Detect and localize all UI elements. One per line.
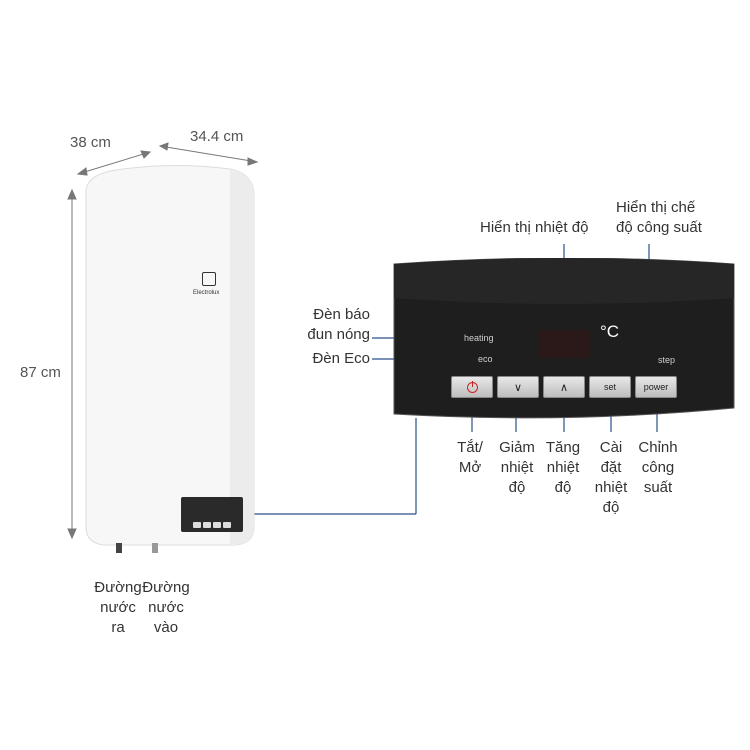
onoff-button[interactable] [451,376,493,398]
increase-temp-button[interactable]: ∧ [543,376,585,398]
set-label: Cài đặt nhiệt độ [594,439,628,516]
decrease-temp-button[interactable]: ∨ [497,376,539,398]
eco-indicator: eco [478,354,493,364]
chevron-down-icon: ∨ [513,381,523,394]
power-mode-label: Chỉnh công suất [638,439,678,496]
heating-light-label: Đèn báo đun nóng [307,306,370,343]
temperature-display [540,330,590,358]
width-dimension: 34.4 cm [190,128,244,145]
depth-dimension: 38 cm [70,134,111,151]
outlet-label: Đường nước ra [94,579,142,636]
set-button[interactable]: set [589,376,631,398]
onoff-label: Tắt/ Mở [457,439,483,476]
electrolux-logo-icon [202,272,216,286]
heater-mini-panel [181,497,243,532]
temperature-unit: °C [600,322,620,341]
temp-display-label: Hiển thị nhiệt độ [480,219,589,236]
power-icon [466,380,478,393]
eco-light-label: Đèn Eco [312,350,370,367]
heating-indicator: heating [464,333,494,343]
decrease-label: Giảm nhiệt độ [499,439,535,496]
power-mode-button[interactable]: power [635,376,677,398]
power-mode-display-label: Hiển thị chế độ công suất [616,199,702,236]
outlet-pipe [116,543,122,553]
increase-label: Tăng nhiệt độ [545,439,581,496]
mini-button [223,522,231,528]
mini-button [213,522,221,528]
step-indicator: step [658,355,676,365]
mini-button [203,522,211,528]
mini-button [193,522,201,528]
brand-label: Electrolux [193,290,220,296]
height-dimension: 87 cm [20,364,61,381]
inlet-pipe [152,543,158,553]
water-heater [85,164,255,546]
inlet-label: Đường nước vào [142,579,190,636]
chevron-up-icon: ∧ [559,381,569,394]
